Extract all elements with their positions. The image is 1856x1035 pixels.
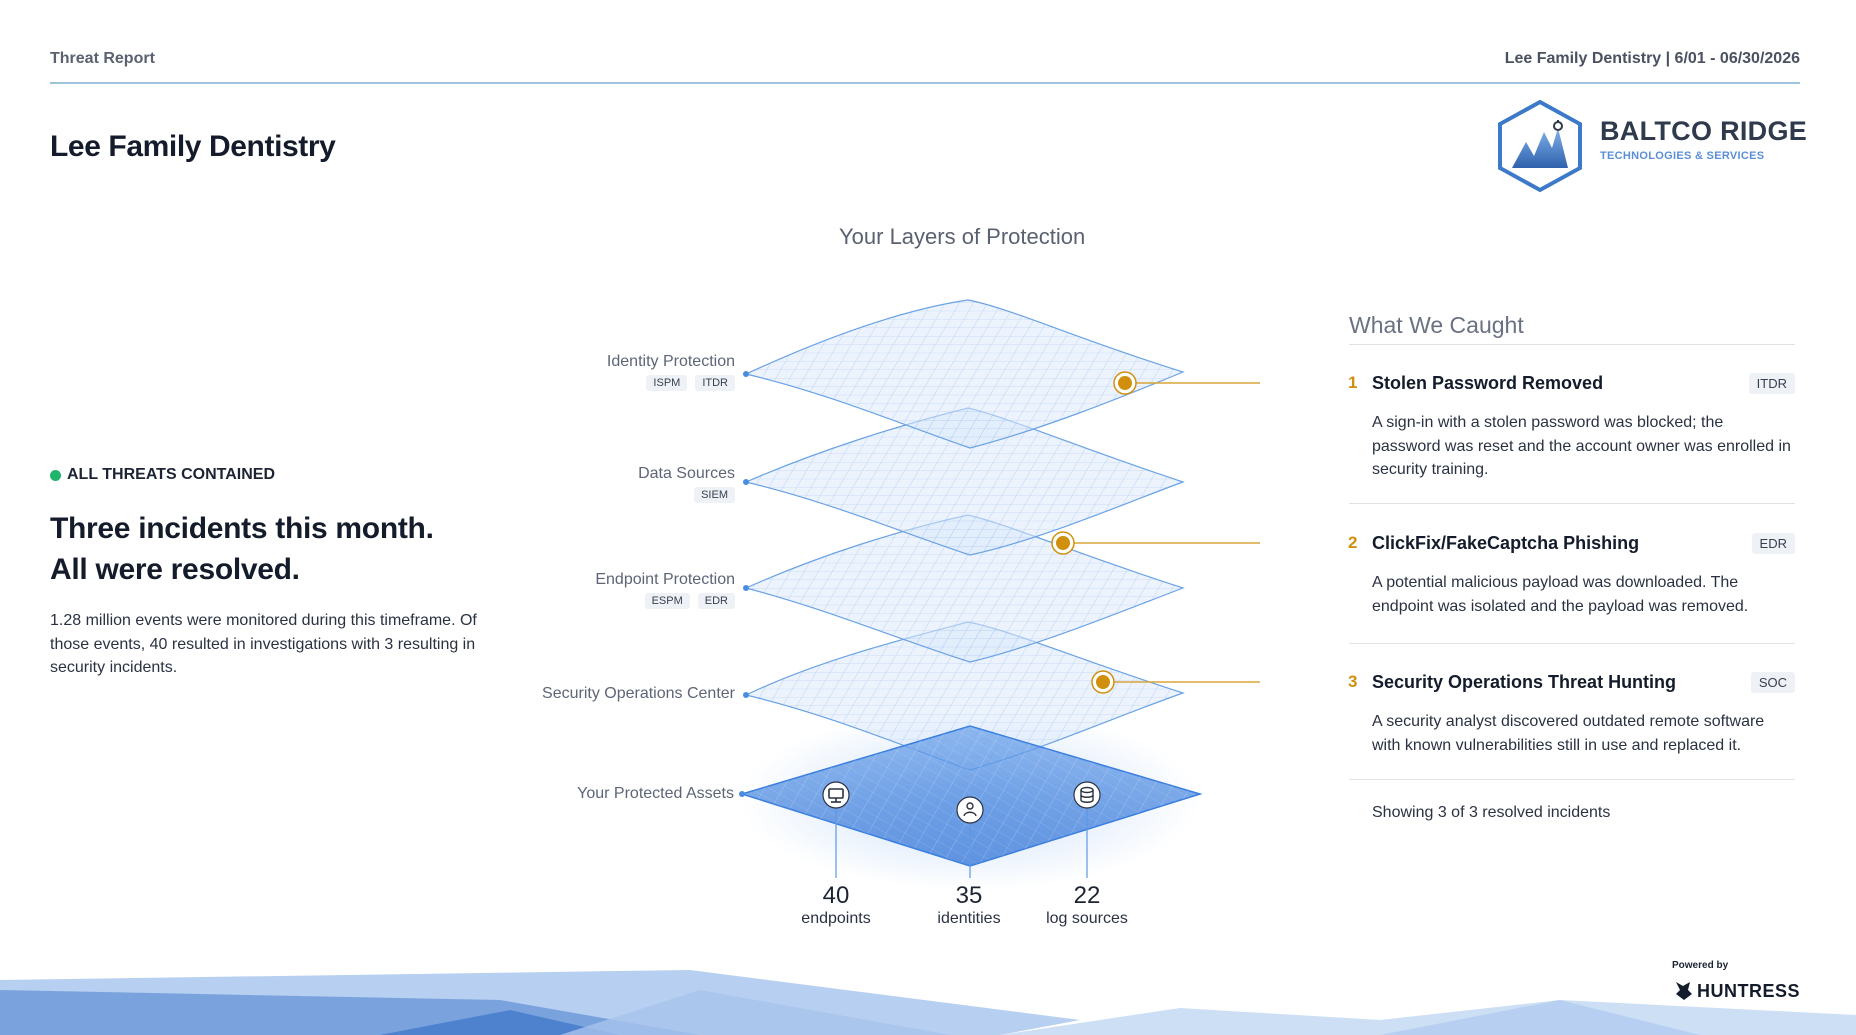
layer-label-text: Your Protected Assets [577, 785, 734, 802]
layer-data-sources-plane [744, 407, 1185, 556]
asset-stat-label: log sources [1046, 910, 1128, 927]
brand-name: BALTCO RIDGE [1600, 116, 1808, 146]
protection-layers-diagram [739, 299, 1260, 890]
layer-label-data-sources: Data Sources SIEM [638, 465, 735, 503]
brand-tagline: TECHNOLOGIES & SERVICES [1600, 150, 1765, 162]
summary-text: 1.28 million events were monitored durin… [50, 612, 477, 676]
asset-stat-label: endpoints [801, 910, 871, 927]
layer-dot [743, 371, 749, 377]
header-divider [50, 82, 1800, 84]
incident-description: A potential malicious payload was downlo… [1372, 574, 1749, 615]
layer-label-text: Data Sources [638, 465, 735, 482]
incident-description: A security analyst discovered outdated r… [1372, 713, 1765, 754]
huntress-logo-icon [1676, 982, 1692, 1000]
layer-label-assets: Your Protected Assets [577, 785, 734, 803]
vendor-logo: HUNTRESS [1674, 980, 1800, 1002]
layer-label-text: Endpoint Protection [595, 571, 735, 588]
incident-marker-1[interactable] [1113, 371, 1137, 395]
incident-tag: SOC [1750, 672, 1795, 693]
layer-label-text: Security Operations Center [542, 685, 735, 702]
headline: Three incidents this month. All were res… [50, 508, 520, 590]
asset-stat-endpoints: 40 endpoints [776, 882, 896, 928]
incident-number: 1 [1348, 373, 1358, 392]
layer-assets-plane [739, 725, 1203, 867]
database-icon [1073, 781, 1101, 809]
mountain-hexagon-logo [1498, 99, 1582, 193]
incident-tag: EDR [1751, 533, 1795, 554]
asset-stat-identities: 35 identities [909, 882, 1029, 928]
layer-tag: ESPM [644, 593, 690, 609]
client-name: Lee Family Dentistry [50, 130, 336, 163]
incident-marker-3[interactable] [1091, 670, 1115, 694]
report-type-label: Threat Report [50, 50, 155, 67]
incident-title[interactable]: Stolen Password Removed [1372, 373, 1604, 393]
status-label: ALL THREATS CONTAINED [67, 466, 275, 483]
incident-description: A sign-in with a stolen password was blo… [1372, 414, 1791, 478]
layer-label-identity: Identity Protection ISPM ITDR [607, 353, 735, 391]
headline-line-1: Three incidents this month. [50, 512, 434, 545]
asset-stat-label: identities [937, 910, 1001, 927]
caught-divider [1349, 344, 1795, 345]
layer-dot [739, 791, 745, 797]
layer-tag: ISPM [646, 375, 688, 391]
vendor-name: HUNTRESS [1697, 980, 1801, 1001]
layer-dot [743, 479, 749, 485]
layer-tag: EDR [697, 593, 735, 609]
asset-stat-value: 22 [1073, 882, 1101, 909]
layer-identity-plane [744, 299, 1185, 449]
incident-tag: ITDR [1748, 373, 1795, 394]
layer-dot [743, 692, 749, 698]
incident-divider [1349, 643, 1795, 644]
layer-endpoint-plane [744, 514, 1185, 663]
incident-title[interactable]: Security Operations Threat Hunting [1372, 672, 1677, 692]
incident-divider [1349, 503, 1795, 504]
layer-tag: ITDR [695, 375, 735, 391]
footer-decoration [0, 970, 1856, 1035]
user-icon [956, 796, 984, 824]
layer-label-soc: Security Operations Center [542, 685, 735, 703]
incident-title[interactable]: ClickFix/FakeCaptcha Phishing [1372, 533, 1640, 553]
incident-divider [1349, 779, 1795, 780]
status-dot-icon [50, 469, 61, 481]
layer-tags: ISPM ITDR [607, 375, 735, 391]
layers-title: Your Layers of Protection [839, 224, 1086, 249]
report-period-label: Lee Family Dentistry | 6/01 - 06/30/2026 [1504, 50, 1800, 67]
layer-label-text: Identity Protection [606, 353, 735, 370]
headline-line-2: All were resolved. [50, 553, 300, 586]
layer-dot [743, 585, 749, 591]
incident-number: 2 [1348, 533, 1358, 552]
asset-stat-log-sources: 22 log sources [1027, 882, 1147, 928]
incident-count-text: Showing 3 of 3 resolved incidents [1372, 804, 1611, 821]
status-badge: ALL THREATS CONTAINED [50, 466, 275, 484]
asset-stat-value: 35 [955, 882, 983, 909]
incident-number: 3 [1348, 672, 1358, 691]
caught-title: What We Caught [1349, 312, 1524, 338]
incident-marker-2[interactable] [1051, 531, 1075, 555]
monitor-icon [822, 781, 850, 809]
layer-tags: ESPM EDR [595, 593, 735, 609]
layer-tag: SIEM [694, 487, 735, 503]
asset-stat-value: 40 [822, 882, 850, 909]
layer-tags: SIEM [638, 487, 735, 503]
powered-by-label: Powered by [1672, 960, 1729, 971]
layer-label-endpoint: Endpoint Protection ESPM EDR [595, 571, 735, 609]
